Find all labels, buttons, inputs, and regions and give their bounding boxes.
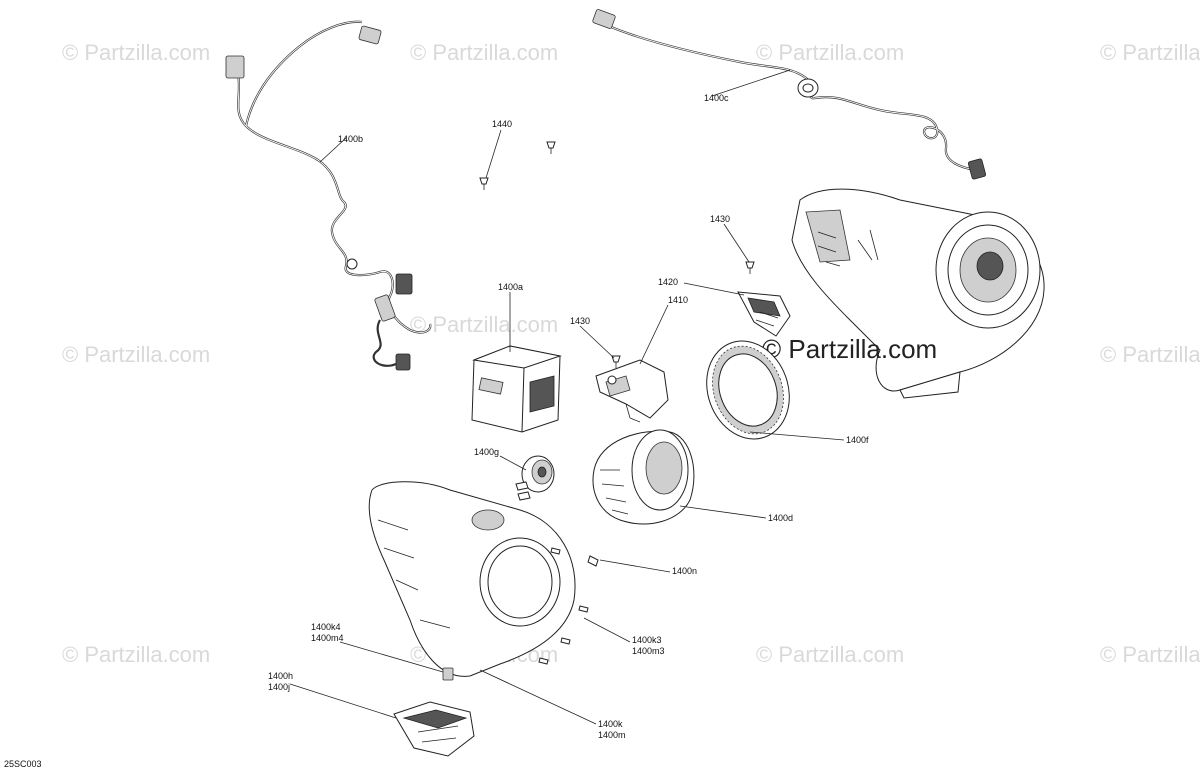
- leader-lines: [289, 69, 845, 725]
- label-1400h: 1400h: [268, 671, 293, 681]
- watermark: © Partzilla.com: [62, 642, 210, 667]
- pins-1400n: [538, 547, 599, 665]
- label-1400m3: 1400m3: [632, 646, 665, 656]
- label-1400f: 1400f: [846, 435, 869, 445]
- label-1400b: 1400b: [338, 134, 363, 144]
- ring-1400f: [706, 340, 790, 440]
- label-1410: 1410: [668, 295, 688, 305]
- screw-1440: [479, 141, 556, 190]
- label-1400j: 1400j: [268, 682, 290, 692]
- label-1400k4: 1400k4: [311, 622, 341, 632]
- speaker-housing-right: [791, 188, 1045, 399]
- watermark: © Partzilla.com: [410, 312, 558, 337]
- speaker-housing-left: [368, 481, 576, 677]
- watermark-layer: © Partzilla.com © Partzilla.com © Partzi…: [62, 40, 1200, 667]
- harness-1400c: [592, 9, 987, 180]
- callout-labels: 1440 1400b 1400c 1430 1420 1410 1400a 14…: [4, 93, 869, 769]
- grille-1400h: [393, 701, 475, 757]
- label-1400c: 1400c: [704, 93, 729, 103]
- label-1400k: 1400k: [598, 719, 623, 729]
- tweeter-1400g: [515, 455, 555, 501]
- label-1400m4: 1400m4: [311, 633, 344, 643]
- label-1420: 1420: [658, 277, 678, 287]
- speaker-1400d: [592, 429, 695, 525]
- watermark: © Partzilla.com: [1100, 342, 1200, 367]
- watermark: © Partzilla.com: [62, 342, 210, 367]
- harness-1400b: [225, 20, 432, 371]
- clip-1420: [737, 291, 791, 337]
- label-1400n: 1400n: [672, 566, 697, 576]
- label-1400g: 1400g: [474, 447, 499, 457]
- watermark: © Partzilla.com: [756, 40, 904, 65]
- label-1430-upper: 1430: [710, 214, 730, 224]
- watermark: © Partzilla.com: [756, 642, 904, 667]
- watermark: © Partzilla.com: [410, 40, 558, 65]
- screw-1430-upper: [745, 261, 755, 274]
- drawing-code: 25SC003: [4, 759, 42, 769]
- label-1430-lower: 1430: [570, 316, 590, 326]
- partzilla-watermark: © Partzilla.com: [762, 334, 937, 364]
- label-1400d: 1400d: [768, 513, 793, 523]
- label-1400a: 1400a: [498, 282, 523, 292]
- screw-1430-lower: [611, 355, 621, 368]
- label-1400k3: 1400k3: [632, 635, 662, 645]
- pad-1400k4: [442, 667, 454, 681]
- watermark: © Partzilla.com: [62, 40, 210, 65]
- control-module-1400a: [471, 345, 562, 433]
- label-1400m: 1400m: [598, 730, 626, 740]
- bracket-1410: [595, 359, 669, 423]
- label-1440: 1440: [492, 119, 512, 129]
- watermark: © Partzilla.com: [1100, 642, 1200, 667]
- watermark: © Partzilla.com: [1100, 40, 1200, 65]
